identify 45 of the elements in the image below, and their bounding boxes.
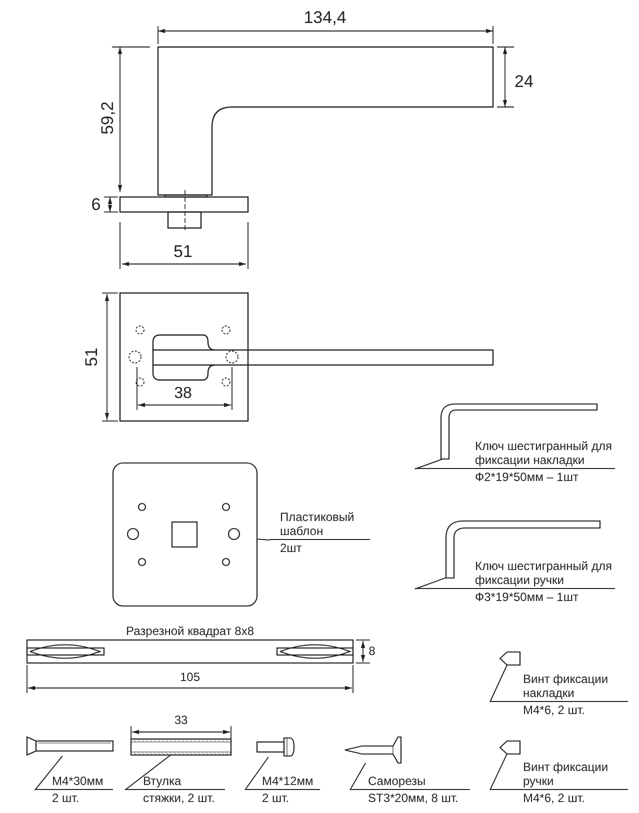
- set-screw-drawing: [499, 740, 521, 755]
- leader-line: [256, 538, 270, 540]
- part-spec: Ф2*19*50мм – 1шт: [474, 469, 580, 484]
- leader-line: [490, 754, 508, 790]
- part-name: Ключ шестигранный для фиксации ручки: [415, 559, 615, 589]
- part-spec: 2 шт.: [51, 790, 80, 805]
- bushing-drawing: [130, 738, 232, 756]
- dimension-label: 33: [174, 713, 188, 727]
- screw-drawing: [26, 736, 114, 756]
- part-name: Винт фиксации накладки: [490, 672, 628, 702]
- part-name: Винт фиксации ручки: [490, 760, 628, 790]
- part-name: М4*30мм: [35, 774, 113, 790]
- dimension-label: 51: [174, 242, 192, 262]
- dimension-label: 8: [368, 644, 376, 658]
- dimension-label: 24: [514, 72, 534, 92]
- part-name: Втулка: [125, 774, 225, 790]
- leader-line: [244, 756, 269, 790]
- set-screw-drawing: [499, 651, 521, 666]
- dimension-label: 51: [82, 348, 102, 366]
- part-spec: М4*6, 2 шт.: [522, 790, 586, 805]
- part-spec: Ф3*19*50мм – 1шт: [474, 589, 580, 604]
- dimension-label: 105: [180, 670, 200, 684]
- part-spec: 2шт: [279, 540, 303, 555]
- part-name: Саморезы: [350, 774, 470, 790]
- leader-line: [124, 754, 172, 790]
- part-spec: М4*6, 2 шт.: [522, 702, 586, 717]
- leader-line: [490, 664, 508, 702]
- part-spec: 2 шт.: [261, 790, 290, 805]
- self-tapping-screw-drawing: [344, 736, 402, 764]
- dimension-label: 6: [91, 195, 101, 215]
- part-title: Разрезной квадрат 8x8: [126, 624, 254, 638]
- part-spec: стяжки, 2 шт.: [142, 790, 216, 805]
- leader-line: [414, 577, 446, 590]
- part-name: М4*12мм: [245, 774, 320, 790]
- part-spec: ST3*20мм, 8 шт.: [367, 790, 460, 805]
- leader-line: [350, 762, 366, 790]
- screw-drawing: [256, 737, 295, 757]
- part-name: Пластиковый шаблон: [270, 510, 370, 540]
- part-name: Ключ шестигранный для фиксации накладки: [415, 439, 615, 469]
- mounting-template-drawing: [112, 462, 258, 607]
- leader-line: [34, 756, 63, 790]
- dimension-label: 38: [174, 385, 192, 403]
- dimension-label: 134,4: [304, 8, 346, 28]
- dimension-label: 59,2: [98, 101, 118, 135]
- leader-line: [414, 458, 444, 470]
